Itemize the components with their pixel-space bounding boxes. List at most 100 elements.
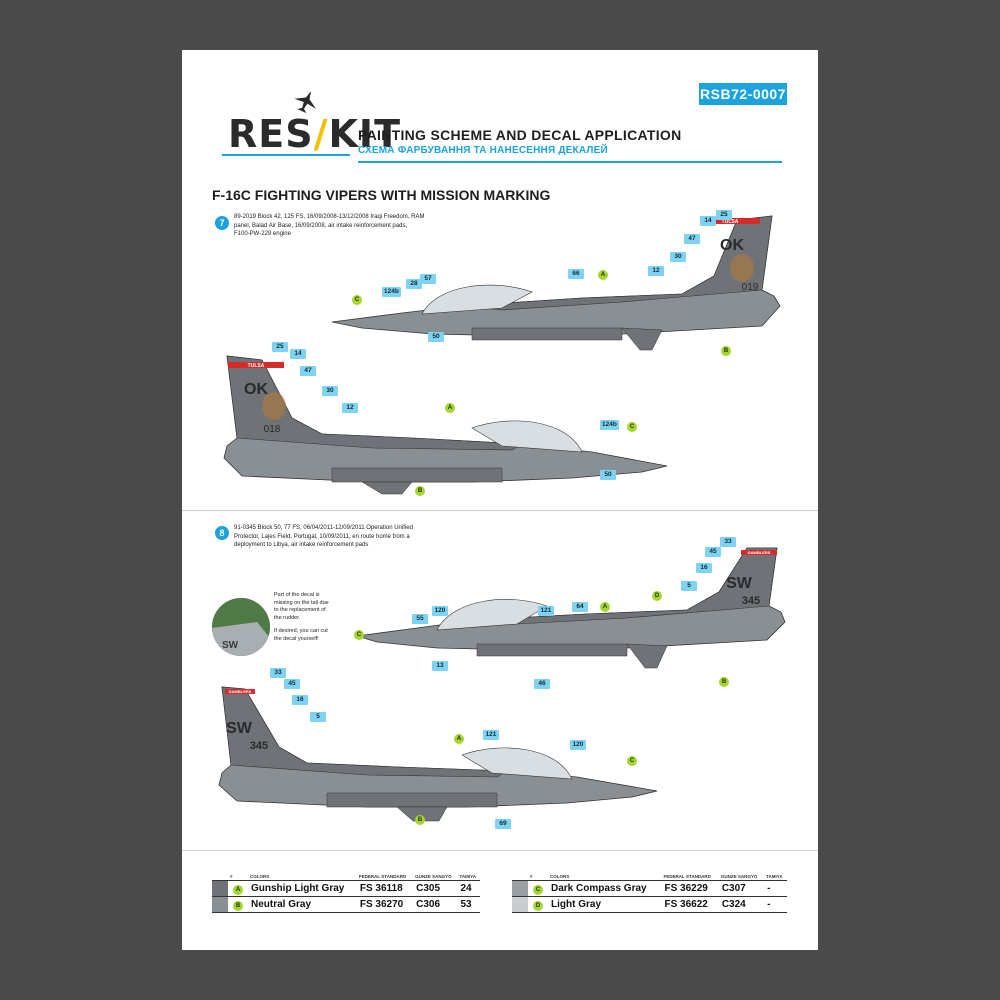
col-header: TAMIYA xyxy=(457,872,480,881)
color-tag: A xyxy=(233,884,243,895)
col-header: COLORS xyxy=(248,872,357,881)
color-tag: B xyxy=(721,346,731,356)
decal-tag: 69 xyxy=(495,819,511,829)
svg-text:SW: SW xyxy=(222,640,239,651)
tail-detail-photo: SW xyxy=(212,598,270,656)
tail-band-text: TULSA xyxy=(722,219,739,225)
header-rule-left xyxy=(222,154,350,156)
col-header: TAMIYA xyxy=(764,872,787,881)
color-tag: B xyxy=(415,815,425,825)
decal-tag: 13 xyxy=(432,661,448,671)
tail-serial: 345 xyxy=(250,740,268,752)
color-name: Gunship Light Gray xyxy=(248,880,357,897)
swatch-header xyxy=(512,872,528,881)
tail-band-text: GAMBLERS xyxy=(229,689,252,694)
gunze-code: C324 xyxy=(718,896,765,913)
table-row: D Light Gray FS 36622 C324 - xyxy=(512,896,787,913)
color-tag: A xyxy=(445,403,455,413)
section-divider xyxy=(182,510,818,511)
color-tag: A xyxy=(454,734,464,744)
color-tag: C xyxy=(627,756,637,766)
decal-tag: 5 xyxy=(310,712,326,722)
decal-tag: 14 xyxy=(700,216,716,226)
table-header-row: # COLORS FEDERAL STANDARD GUNZE SANGYO T… xyxy=(212,872,480,881)
color-tag: C xyxy=(533,884,543,895)
desc-line: 89-2019 Block 42, 125 FS, 16/09/2008-13/… xyxy=(234,214,425,220)
scheme7-description: 89-2019 Block 42, 125 FS, 16/09/2008-13/… xyxy=(234,213,424,239)
decal-tag: 5 xyxy=(681,581,697,591)
product-code-badge: RSB72-0007 xyxy=(699,83,787,105)
decal-tag: 14 xyxy=(290,349,306,359)
tamiya-code: - xyxy=(764,896,787,913)
table-header-row: # COLORS FEDERAL STANDARD GUNZE SANGYO T… xyxy=(512,872,787,881)
swatch-header xyxy=(212,872,228,881)
color-tag: D xyxy=(652,591,662,601)
decal-tag: 25 xyxy=(716,210,732,220)
table-row: B Neutral Gray FS 36270 C306 53 xyxy=(212,896,480,913)
decal-tag: 47 xyxy=(684,234,700,244)
desc-line: 91-0345 Block 50, 77 FS, 06/04/2011-12/0… xyxy=(234,525,413,531)
color-swatch xyxy=(512,880,528,897)
jet-8-right-profile: GAMBLERS SW 345 xyxy=(357,547,786,669)
gunze-code: C307 xyxy=(718,880,765,897)
col-header: FEDERAL STANDARD xyxy=(661,872,719,881)
tail-serial: 019 xyxy=(742,282,759,293)
decal-tag: 50 xyxy=(428,332,444,342)
decal-tag: 45 xyxy=(284,679,300,689)
decal-tag: 121 xyxy=(538,606,554,616)
decal-tag: 124b xyxy=(600,420,619,430)
tail-code: OK xyxy=(244,381,268,398)
table-row: C Dark Compass Gray FS 36229 C307 - xyxy=(512,880,787,897)
jet-7-left-profile: TULSA OK 018 xyxy=(223,355,668,495)
decal-note: Part of the decal is missing on the tail… xyxy=(274,592,344,643)
decal-tag: 12 xyxy=(342,403,358,413)
color-code-cell: A xyxy=(228,880,248,897)
scheme-number-8: 8 xyxy=(215,526,229,540)
color-swatch xyxy=(212,880,228,897)
tamiya-code: 24 xyxy=(457,880,480,897)
color-name: Light Gray xyxy=(548,896,662,913)
color-tag: A xyxy=(600,602,610,612)
section-divider xyxy=(182,850,818,851)
color-code-cell: B xyxy=(228,896,248,913)
col-header: GUNZE SANGYO xyxy=(413,872,458,881)
color-tag: B xyxy=(415,486,425,496)
section-title: F-16C FIGHTING VIPERS WITH MISSION MARKI… xyxy=(212,187,551,203)
note-line: the rudder. xyxy=(274,614,301,621)
decal-tag: 47 xyxy=(300,366,316,376)
col-header: GUNZE SANGYO xyxy=(718,872,765,881)
federal-standard: FS 36229 xyxy=(661,880,719,897)
decal-tag: 30 xyxy=(322,386,338,396)
gunze-code: C305 xyxy=(413,880,458,897)
tail-band-text: TULSA xyxy=(248,363,265,369)
decal-tag: 25 xyxy=(272,342,288,352)
tamiya-code: - xyxy=(764,880,787,897)
color-tag: C xyxy=(354,630,364,640)
col-header: # xyxy=(528,872,548,881)
note-line: missing on the tail due xyxy=(274,599,329,606)
jet-7-right-profile: TULSA OK 019 xyxy=(331,215,781,351)
color-tag: D xyxy=(533,900,543,911)
jet-logo-icon xyxy=(294,91,317,114)
color-name: Neutral Gray xyxy=(248,896,357,913)
tail-serial: 018 xyxy=(264,424,281,435)
reskit-logo: RES/KIT xyxy=(228,112,401,156)
scheme-number-7: 7 xyxy=(215,216,229,230)
desc-line: F100-PW-229 engine xyxy=(234,231,291,237)
color-tag: C xyxy=(627,422,637,432)
federal-standard: FS 36118 xyxy=(356,880,414,897)
federal-standard: FS 36622 xyxy=(661,896,719,913)
tamiya-code: 53 xyxy=(457,896,480,913)
scheme8-description: 91-0345 Block 50, 77 FS, 06/04/2011-12/0… xyxy=(234,524,413,550)
header-title: PAINTING SCHEME AND DECAL APPLICATION xyxy=(358,127,682,143)
color-code-cell: D xyxy=(528,896,548,913)
federal-standard: FS 36270 xyxy=(356,896,414,913)
decal-tag: 64 xyxy=(572,602,588,612)
decal-tag: 121 xyxy=(483,730,499,740)
decal-tag: 33 xyxy=(270,668,286,678)
gunze-code: C306 xyxy=(413,896,458,913)
color-code-cell: C xyxy=(528,880,548,897)
note-line: If desired, you can cut xyxy=(274,628,328,634)
decal-tag: 30 xyxy=(670,252,686,262)
decal-tag: 33 xyxy=(720,537,736,547)
